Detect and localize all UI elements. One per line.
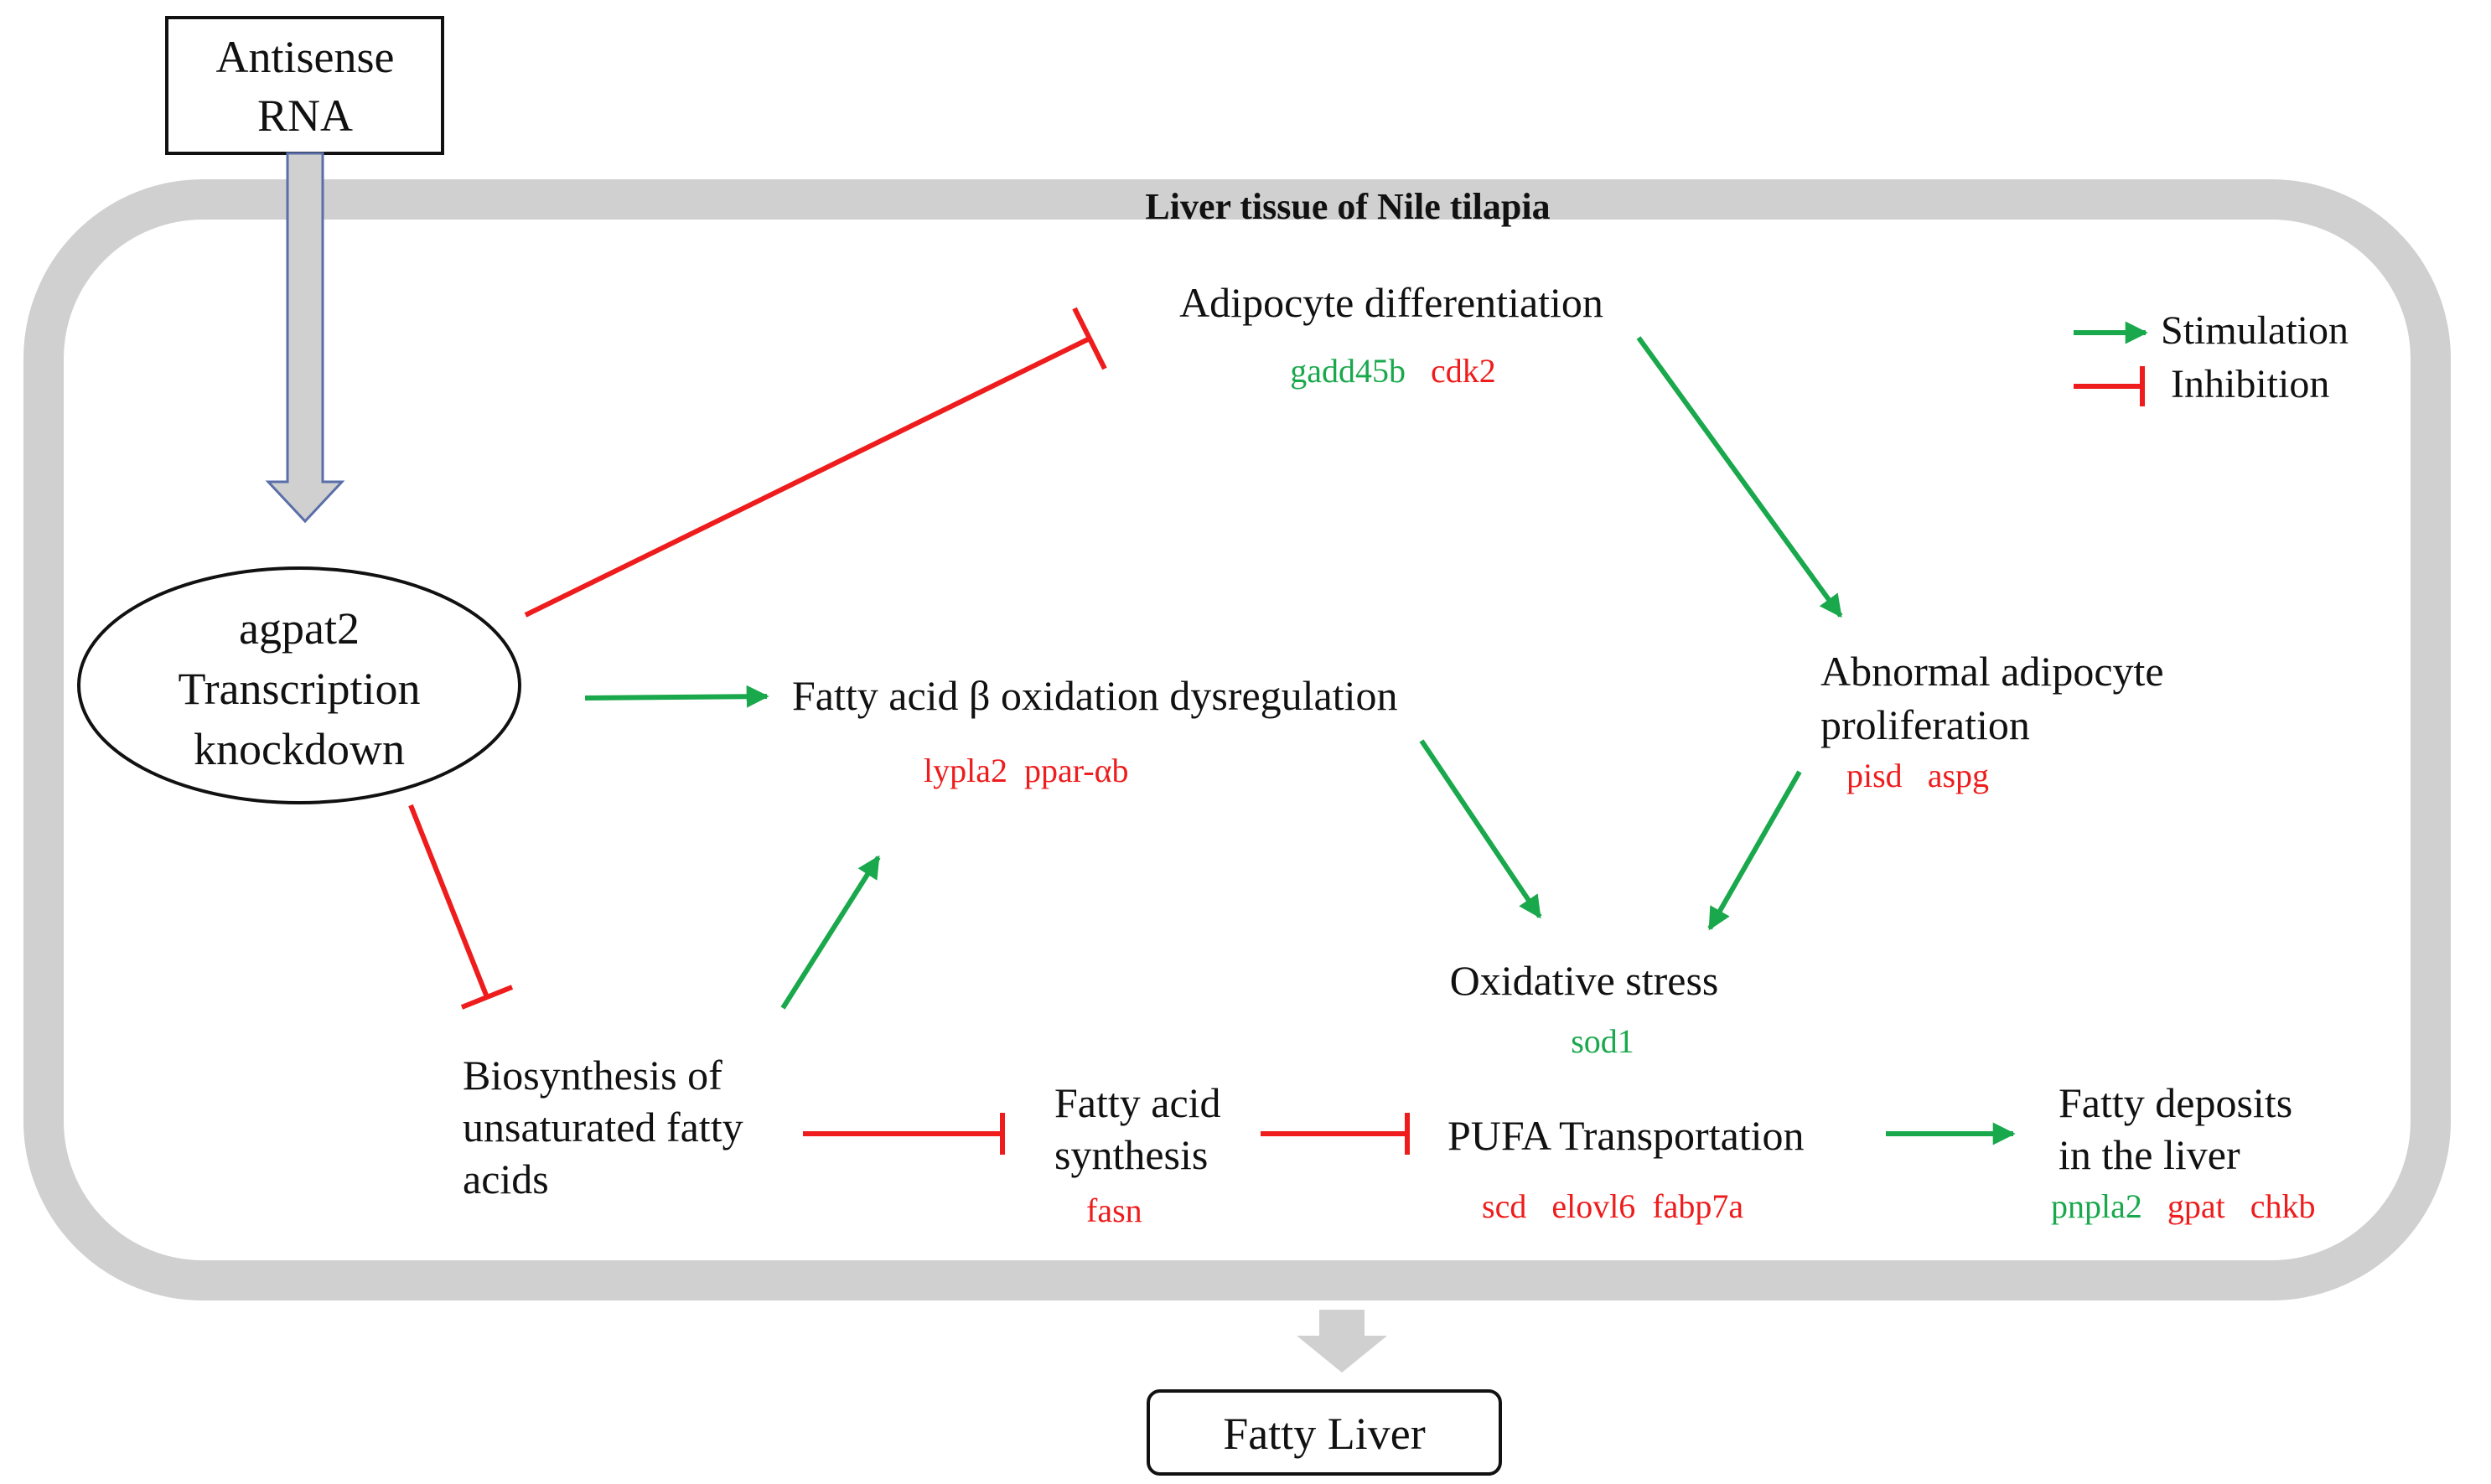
adipocyte-differentiation-label: Adipocyte differentiation xyxy=(1179,279,1603,326)
agpat2-label-line3: knockdown xyxy=(194,724,405,774)
inhibit-biosynthesis-to-fa-synthesis xyxy=(803,1113,1005,1155)
oxidative-stress-label: Oxidative stress xyxy=(1450,957,1719,1004)
gene-scd: scd xyxy=(1482,1187,1526,1225)
arrow-adipocyte-to-abnormal xyxy=(1636,336,1843,618)
abnormal-proliferation-line1: Abnormal adipocyte xyxy=(1820,648,2164,695)
gene-cdk2: cdk2 xyxy=(1431,352,1496,390)
legend-stimulation-label: Stimulation xyxy=(2161,308,2349,353)
gene-chkb: chkb xyxy=(2250,1187,2316,1225)
fa-synthesis-line1: Fatty acid xyxy=(1054,1079,1221,1126)
abnormal-proliferation-line2: proliferation xyxy=(1820,701,2030,748)
gene-ppar-ab: ppar-αb xyxy=(1024,752,1129,789)
gene-gpat: gpat xyxy=(2167,1187,2225,1225)
fatty-deposits-line2: in the liver xyxy=(2059,1131,2240,1178)
fatty-oxidation-genes: lypla2 ppar-αb xyxy=(924,752,1129,789)
gene-elovl6: elovl6 xyxy=(1551,1187,1635,1225)
fatty-deposits-genes: pnpla2 gpat chkb xyxy=(2051,1187,2316,1225)
fatty-acid-oxidation-label: Fatty acid β oxidation dysregulation xyxy=(792,672,1398,719)
gene-fabp7a: fabp7a xyxy=(1652,1187,1743,1225)
inhibit-agpat2-to-adipocyte xyxy=(524,307,1107,618)
legend-inhibition-label: Inhibition xyxy=(2171,362,2329,406)
adipocyte-genes: gadd45b cdk2 xyxy=(1290,352,1496,390)
legend: Stimulation Inhibition xyxy=(2074,308,2349,406)
oxidative-genes: sod1 xyxy=(1571,1022,1634,1060)
arrow-agpat2-to-oxidation xyxy=(584,685,769,708)
agpat2-label-line2: Transcription xyxy=(178,664,420,714)
gene-gadd45b: gadd45b xyxy=(1290,352,1406,390)
fatty-liver-box xyxy=(1147,1389,1502,1476)
gene-fasn: fasn xyxy=(1086,1192,1142,1229)
container-title: Liver tissue of Nile tilapia xyxy=(1145,186,1550,227)
inhibit-fa-synthesis-to-pufa xyxy=(1261,1113,1410,1155)
gene-pnpla2: pnpla2 xyxy=(2051,1187,2142,1225)
agpat2-knockdown-node xyxy=(77,566,521,804)
arrow-oxidation-to-oxidative xyxy=(1419,739,1542,919)
fatty-deposits-line1: Fatty deposits xyxy=(2059,1079,2292,1126)
biosynthesis-line3: acids xyxy=(463,1156,549,1202)
result-down-arrow xyxy=(1297,1310,1387,1373)
biosynthesis-line2: unsaturated fatty xyxy=(463,1104,743,1150)
gene-sod1: sod1 xyxy=(1571,1022,1634,1060)
abnormal-genes: pisd aspg xyxy=(1846,757,1989,794)
liver-tissue-container xyxy=(23,179,2451,1300)
inhibit-agpat2-to-biosynthesis xyxy=(408,804,514,1010)
pufa-genes: scd elovl6 fabp7a xyxy=(1482,1187,1743,1225)
biosynthesis-line1: Biosynthesis of xyxy=(463,1052,722,1099)
arrow-biosynthesis-to-oxidation xyxy=(780,855,881,1010)
fatty-liver-label: Fatty Liver xyxy=(1223,1409,1425,1459)
antisense-label-line1: Antisense xyxy=(216,32,395,82)
antisense-down-arrow xyxy=(265,152,345,524)
gene-aspg: aspg xyxy=(1928,757,1989,794)
antisense-label-line2: RNA xyxy=(257,90,353,141)
fa-synthesis-line2: synthesis xyxy=(1054,1131,1208,1178)
pufa-transportation-label: PUFA Transportation xyxy=(1447,1112,1805,1159)
gene-lypla2: lypla2 xyxy=(924,752,1007,789)
agpat2-label-line1: agpat2 xyxy=(239,603,360,654)
arrow-abnormal-to-oxidative xyxy=(1707,770,1802,931)
fa-synthesis-genes: fasn xyxy=(1086,1192,1142,1229)
gene-pisd: pisd xyxy=(1846,757,1903,794)
